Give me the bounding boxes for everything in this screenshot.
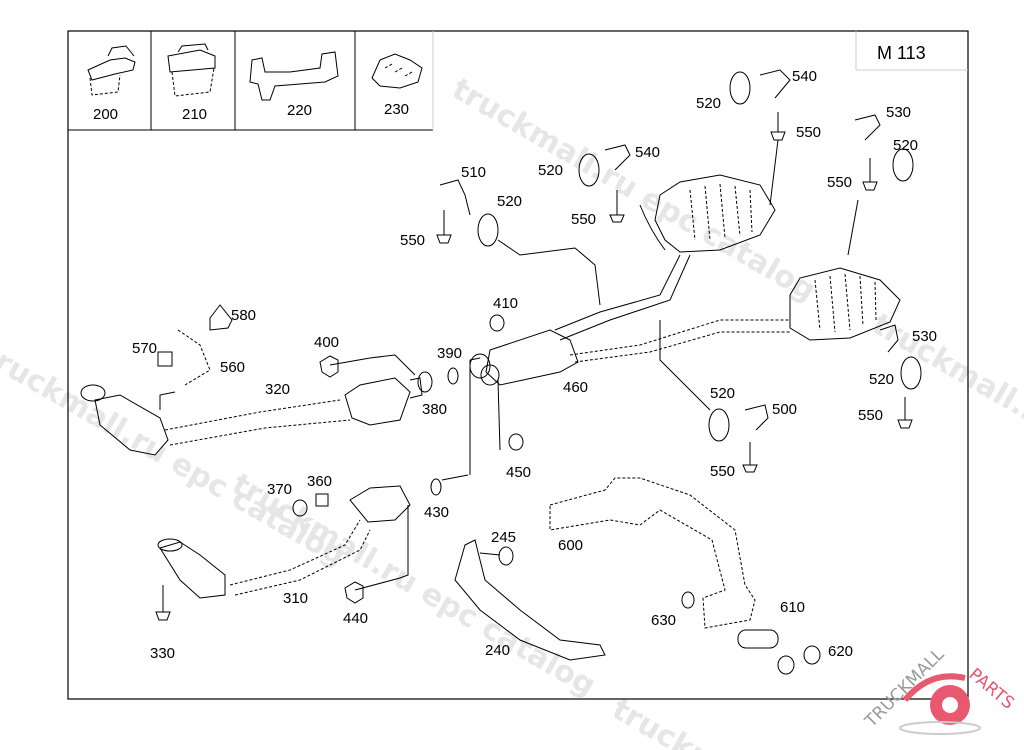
rubber-mount-double-icon bbox=[167, 43, 216, 97]
callout-label[interactable]: 500 bbox=[772, 401, 797, 418]
truckmall-parts-logo: TRUCKMALL PARTS bbox=[861, 644, 1018, 735]
callout-label[interactable]: 550 bbox=[710, 463, 735, 480]
callout-label[interactable]: 540 bbox=[635, 144, 660, 161]
callout-label[interactable]: 370 bbox=[267, 481, 292, 498]
downpipe-right[interactable] bbox=[80, 377, 423, 456]
callout-label[interactable]: 520 bbox=[869, 371, 894, 388]
center-muffler[interactable] bbox=[469, 329, 579, 386]
callout-label[interactable]: 400 bbox=[314, 334, 339, 351]
exhaust-parts bbox=[80, 69, 922, 675]
callout-label[interactable]: 530 bbox=[886, 104, 911, 121]
rear-muffler-upper[interactable] bbox=[639, 174, 776, 253]
watermark-text: truckmall.ru epc catalog bbox=[226, 467, 601, 704]
callout-label[interactable]: 440 bbox=[343, 610, 368, 627]
callout-label[interactable]: 410 bbox=[493, 295, 518, 312]
callout-label[interactable]: 520 bbox=[710, 385, 735, 402]
logo-text-truckmall: TRUCKMALL bbox=[861, 644, 949, 732]
callout-label[interactable]: 560 bbox=[220, 359, 245, 376]
callout-label[interactable]: 530 bbox=[912, 328, 937, 345]
callout-label[interactable]: 520 bbox=[893, 137, 918, 154]
watermark-text: truckmall.ru epc catalog bbox=[866, 307, 1024, 544]
intermediate-pipes[interactable] bbox=[554, 254, 790, 363]
legend-label-220: 220 bbox=[287, 102, 312, 119]
callout-label[interactable]: 620 bbox=[828, 643, 853, 660]
legend-cell-230[interactable]: 230 bbox=[371, 53, 423, 118]
callout-label[interactable]: 380 bbox=[422, 401, 447, 418]
callout-label[interactable]: 600 bbox=[558, 537, 583, 554]
legend-cell-200[interactable]: 200 bbox=[87, 45, 136, 123]
downpipe-left[interactable] bbox=[157, 485, 411, 599]
heat-shield[interactable] bbox=[454, 539, 606, 661]
logo-text-parts: PARTS bbox=[965, 665, 1018, 714]
callout-label[interactable]: 520 bbox=[538, 162, 563, 179]
rubber-hangers bbox=[477, 71, 922, 442]
callout-label[interactable]: 245 bbox=[491, 529, 516, 546]
crossmember-bracket[interactable] bbox=[549, 477, 756, 629]
callout-label[interactable]: 550 bbox=[796, 124, 821, 141]
callout-label[interactable]: 460 bbox=[563, 379, 588, 396]
callout-label[interactable]: 520 bbox=[696, 95, 721, 112]
callout-label[interactable]: 450 bbox=[506, 464, 531, 481]
callout-label[interactable]: 570 bbox=[132, 340, 157, 357]
callout-label[interactable]: 550 bbox=[827, 174, 852, 191]
callout-label[interactable]: 510 bbox=[461, 164, 486, 181]
legend-label-230: 230 bbox=[384, 101, 409, 118]
model-title-box: M 113 bbox=[855, 31, 968, 71]
callout-label[interactable]: 430 bbox=[424, 504, 449, 521]
callout-label[interactable]: 330 bbox=[150, 645, 175, 662]
clamp-bracket-icon bbox=[371, 53, 423, 89]
legend-label-210: 210 bbox=[182, 106, 207, 123]
callout-labels: 540 520 550 530 520 550 520 540 550 510 … bbox=[132, 68, 937, 662]
rear-muffler-lower[interactable] bbox=[789, 267, 901, 341]
legend-cell-210[interactable]: 210 bbox=[167, 43, 216, 123]
callout-label[interactable]: 390 bbox=[437, 345, 462, 362]
watermark-text: truckmall.ru epc catalog bbox=[606, 692, 981, 750]
legend-strip: 200 210 220 230 bbox=[68, 31, 434, 131]
model-title: M 113 bbox=[877, 43, 926, 63]
callout-label[interactable]: 320 bbox=[265, 381, 290, 398]
bracket-icon bbox=[249, 51, 339, 101]
small-parts bbox=[157, 69, 899, 675]
callout-label[interactable]: 630 bbox=[651, 612, 676, 629]
bolts bbox=[155, 112, 913, 621]
callout-label[interactable]: 610 bbox=[780, 599, 805, 616]
callout-label[interactable]: 550 bbox=[400, 232, 425, 249]
legend-label-200: 200 bbox=[93, 106, 118, 123]
callout-label[interactable]: 520 bbox=[497, 193, 522, 210]
callout-label[interactable]: 550 bbox=[571, 211, 596, 228]
rubber-mount-icon bbox=[87, 45, 136, 96]
callout-label[interactable]: 310 bbox=[283, 590, 308, 607]
callout-label[interactable]: 550 bbox=[858, 407, 883, 424]
callout-label[interactable]: 540 bbox=[792, 68, 817, 85]
leader-lines bbox=[159, 139, 859, 579]
watermark-text: truckmall.ru epc catalog bbox=[446, 72, 821, 309]
legend-cell-220[interactable]: 220 bbox=[249, 51, 339, 119]
callout-label[interactable]: 580 bbox=[231, 307, 256, 324]
callout-label[interactable]: 240 bbox=[485, 642, 510, 659]
callout-label[interactable]: 360 bbox=[307, 473, 332, 490]
diagram-frame bbox=[67, 30, 969, 700]
